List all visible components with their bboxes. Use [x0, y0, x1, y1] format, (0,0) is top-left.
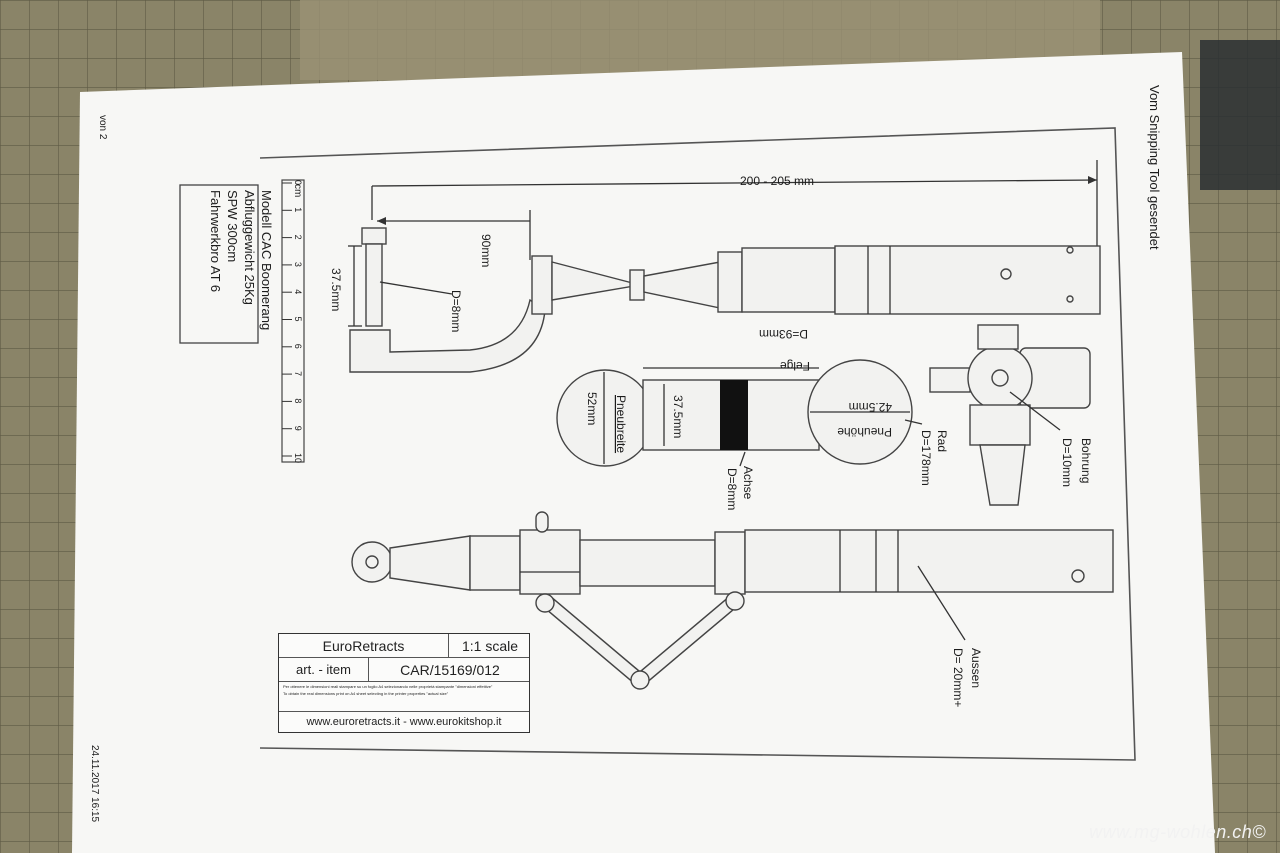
- outer-dia: D= 20mm+: [951, 648, 965, 707]
- tb-fine-print-2: To obtain the real dimensions print on A…: [283, 691, 449, 696]
- model-line-4: Fahrwerkbro AT 6: [208, 190, 223, 292]
- tb-fine-print-1: Per ottenere le dimensioni reali stampar…: [283, 684, 493, 689]
- tire-width-label: Pneubreite: [614, 395, 628, 453]
- hub-width: 37.5mm: [671, 395, 685, 438]
- dim-overall: 200 - 205 mm: [740, 174, 814, 188]
- end-view-bracket: Bohrung D=10mm: [929, 324, 1093, 506]
- cm-ruler: cm 0 1 2 3 4 5 6 7 8 9 10: [281, 179, 305, 463]
- wheel-dia: D=178mm: [919, 430, 933, 486]
- axle-dia2: D=8mm: [725, 468, 739, 510]
- tb-brand: EuroRetracts: [279, 634, 449, 657]
- tb-scale: 1:1 scale: [461, 637, 519, 654]
- tb-item-label: art. - item: [279, 658, 369, 681]
- ruler-tick-label: 5: [293, 317, 303, 322]
- tire-height-label: Pneuhöhe: [837, 425, 892, 439]
- tb-item-code: CAR/15169/012: [400, 661, 500, 678]
- wheel-label: Rad: [935, 430, 949, 452]
- title-block: EuroRetracts 1:1 scale art. - item CAR/1…: [278, 633, 530, 733]
- dim-tube-dia: D=93mm: [759, 327, 808, 341]
- bore-dia: D=10mm: [1060, 438, 1074, 487]
- page-corner-note: von 2: [97, 115, 108, 140]
- model-line-3: SPW 300cm: [225, 190, 240, 262]
- drawing-frame: [259, 127, 1136, 761]
- model-line-1: Modell CAC Boomerang: [259, 190, 274, 330]
- tb-websites: www.euroretracts.it - www.eurokitshop.it: [306, 716, 502, 728]
- strut-top-view: Aussen D= 20mm+: [351, 511, 1114, 707]
- ruler-tick-label: 7: [293, 371, 303, 376]
- ruler-tick-label: 8: [293, 398, 303, 403]
- outer-label: Aussen: [969, 648, 983, 688]
- ruler-tick-label: 1: [293, 207, 303, 212]
- footer-date: 24.11.2017 16:15: [89, 745, 100, 823]
- tire-height-value: 42.5mm: [849, 400, 892, 414]
- black-object: [1200, 40, 1280, 190]
- ruler-tick-label: 2: [293, 235, 303, 240]
- ruler-unit: cm: [292, 184, 303, 197]
- axle-block: [720, 380, 748, 450]
- dim-axle-length: 37.5mm: [329, 268, 343, 311]
- ruler-tick-label: 6: [293, 344, 303, 349]
- model-line-2: Abfluggewicht 25Kg: [242, 190, 257, 305]
- header-note: Vom Snipping Tool gesendet: [1147, 85, 1162, 250]
- dim-height: 90mm: [479, 234, 493, 267]
- ruler-tick-label: 9: [293, 426, 303, 431]
- tire-width-value: 52mm: [585, 392, 599, 425]
- tire-width-circle: [556, 369, 654, 467]
- ruler-tick-label: 3: [293, 262, 303, 267]
- dim-axle-dia: D=8mm: [449, 290, 463, 332]
- model-box: [179, 184, 259, 344]
- strut-side-view: 200 - 205 mm 90mm 37.5mm D=8mm D=93mm: [329, 160, 1101, 373]
- watermark: www.mg-wohlen.ch©: [1089, 822, 1266, 842]
- ruler-tick-label: 10: [293, 453, 303, 463]
- ruler-tick-label: 4: [293, 289, 303, 294]
- bore-label: Bohrung: [1079, 438, 1093, 483]
- axle-label: Achse: [741, 466, 755, 500]
- wheel-section: Pneubreite 52mm 37.5mm Felge 42.5mm Pneu…: [556, 359, 949, 510]
- rim-label: Felge: [780, 359, 810, 373]
- ruler-tick-label: 0: [293, 180, 303, 185]
- paper-sheet: [72, 52, 1215, 853]
